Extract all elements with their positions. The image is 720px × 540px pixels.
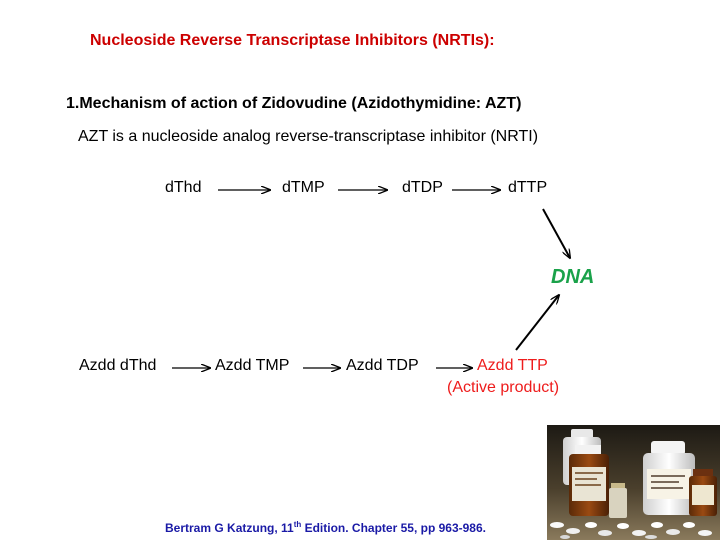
node-dtdp: dTDP [402,179,443,196]
node-dthd: dThd [165,179,202,196]
medicine-bottles-photo [547,425,720,540]
node-azdd-tdp: Azdd TDP [346,357,419,374]
active-product-label: (Active product) [447,379,560,396]
citation-superscript: th [293,520,302,529]
section-heading: 1.Mechanism of action of Zidovudine (Azi… [66,95,522,112]
description-text: AZT is a nucleoside analog reverse-trans… [78,128,539,145]
citation-suffix: Edition. Chapter 55, pp 963-986. [301,521,486,535]
node-azdd-ttp: Azdd TTP [477,357,548,374]
arrow-dttp-dna [542,208,570,258]
node-dna: DNA [551,266,595,288]
slide-title: Nucleoside Reverse Transcriptase Inhibit… [90,32,495,49]
citation-prefix: Bertram G Katzung, 11 [165,521,294,535]
node-azdd-tmp: Azdd TMP [215,357,290,374]
citation: Bertram G Katzung, 11th Edition. Chapter… [165,520,486,535]
node-dttp: dTTP [508,179,548,196]
arrow-azdd-ttp-dna [515,295,559,351]
node-azdd-dthd: Azdd dThd [79,357,157,374]
node-dtmp: dTMP [282,179,325,196]
